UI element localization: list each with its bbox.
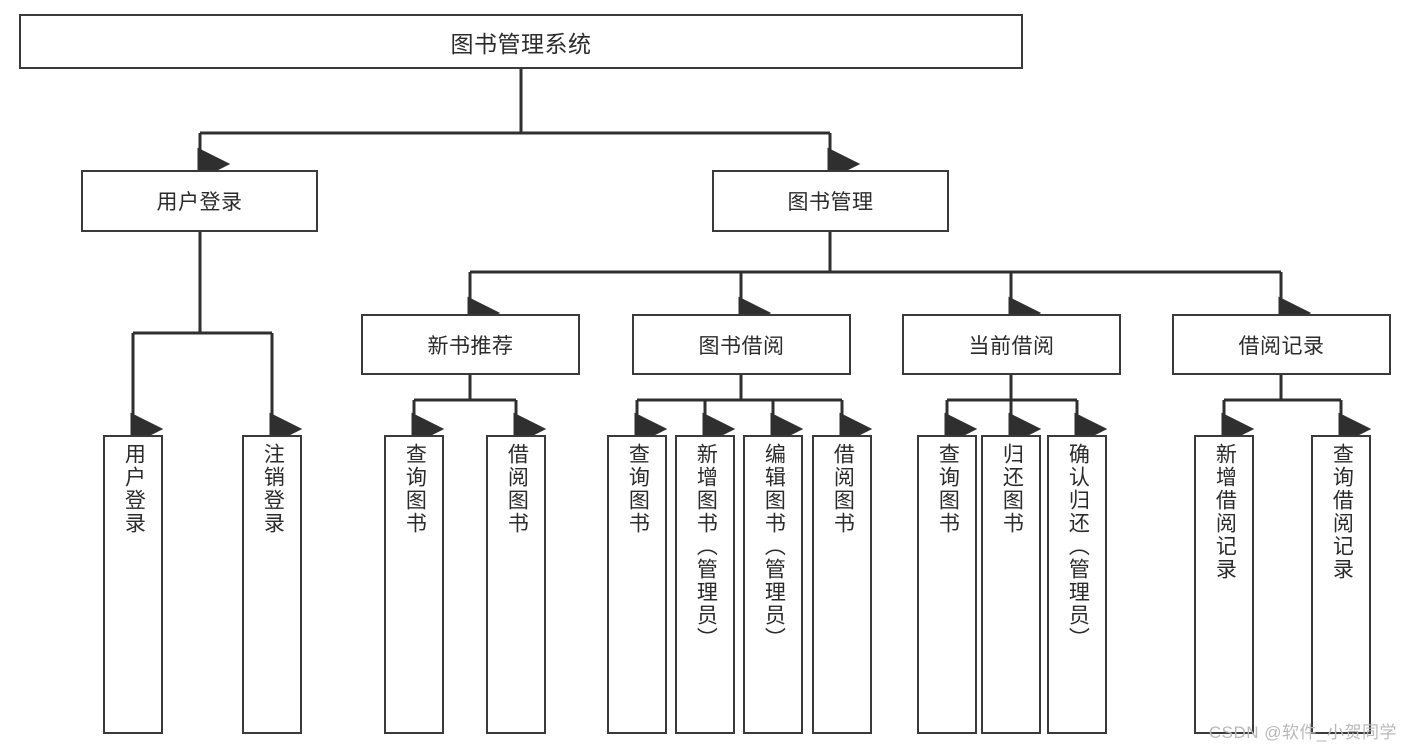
node-borrow-record[interactable]: 借阅记录 [1172, 314, 1391, 375]
node-label: 归还图书 [1000, 443, 1024, 535]
node-new-book-recommend[interactable]: 新书推荐 [361, 314, 580, 375]
leaf-return-book[interactable]: 归还图书 [981, 435, 1041, 734]
leaf-logout-login[interactable]: 注销登录 [242, 435, 302, 734]
node-user-login[interactable]: 用户登录 [81, 170, 318, 232]
node-current-borrow[interactable]: 当前借阅 [902, 314, 1121, 375]
node-root-system[interactable]: 图书管理系统 [19, 14, 1023, 69]
node-label: 用户登录 [156, 191, 243, 214]
node-label: 新增借阅记录 [1213, 443, 1237, 581]
leaf-query-book-recommend[interactable]: 查询图书 [384, 435, 444, 734]
leaf-query-borrow-record[interactable]: 查询借阅记录 [1311, 435, 1371, 734]
node-label: 当前借阅 [968, 334, 1055, 358]
leaf-query-book-borrow[interactable]: 查询图书 [607, 435, 667, 734]
node-label: 图书管理系统 [450, 30, 592, 57]
node-label: 借阅图书 [831, 443, 855, 535]
leaf-query-book-current[interactable]: 查询图书 [917, 435, 977, 734]
leaf-borrow-book-borrow[interactable]: 借阅图书 [812, 435, 872, 734]
node-label: 新增图书（管理员） [694, 443, 718, 650]
node-book-borrow[interactable]: 图书借阅 [632, 314, 851, 375]
node-label: 查询图书 [403, 443, 427, 535]
node-label: 查询图书 [626, 443, 650, 535]
node-label: 新书推荐 [427, 334, 514, 358]
leaf-borrow-book-recommend[interactable]: 借阅图书 [486, 435, 546, 734]
node-label: 编辑图书（管理员） [762, 443, 786, 650]
watermark-text: CSDN @软件_小贺同学 [1208, 723, 1397, 742]
node-book-management[interactable]: 图书管理 [712, 170, 949, 232]
node-label: 查询图书 [936, 443, 960, 535]
node-label: 查询借阅记录 [1330, 443, 1354, 581]
leaf-add-borrow-record[interactable]: 新增借阅记录 [1194, 435, 1254, 734]
node-label: 借阅图书 [505, 443, 529, 535]
node-label: 确认归还（管理员） [1066, 443, 1090, 650]
node-label: 用户登录 [122, 443, 146, 535]
node-label: 图书管理 [787, 191, 874, 214]
leaf-confirm-return-admin[interactable]: 确认归还（管理员） [1047, 435, 1107, 734]
leaf-add-book-admin[interactable]: 新增图书（管理员） [675, 435, 735, 734]
leaf-user-login[interactable]: 用户登录 [103, 435, 163, 734]
node-label: 借阅记录 [1238, 334, 1325, 358]
node-label: 图书借阅 [698, 334, 785, 358]
node-label: 注销登录 [261, 443, 285, 535]
leaf-edit-book-admin[interactable]: 编辑图书（管理员） [743, 435, 803, 734]
